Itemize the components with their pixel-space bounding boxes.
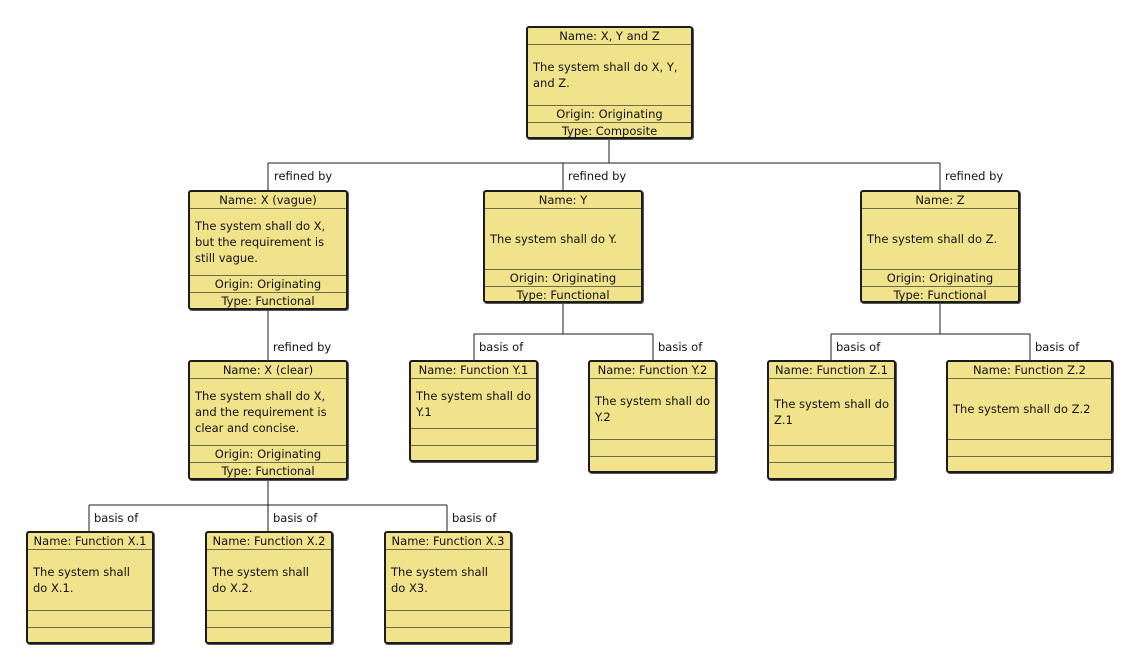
node-type [769, 463, 894, 479]
node-name: Name: Y [485, 192, 641, 209]
node-description: The system shall do Y. [485, 209, 641, 270]
node-origin: Origin: Originating [190, 446, 346, 463]
node-description: The system shall do X, Y, and Z. [528, 45, 691, 106]
node-origin: Origin: Originating [862, 270, 1018, 287]
node-name: Name: Function Z.1 [769, 362, 894, 379]
node-origin: Origin: Originating [528, 106, 691, 123]
node-type: Type: Functional [516, 288, 610, 302]
node-name: Name: X (vague) [190, 192, 346, 209]
node-name: Name: X, Y and Z [528, 28, 691, 45]
node-description: The system shall do X.1. [28, 550, 152, 611]
node-name: Name: Function X.2 [207, 533, 331, 550]
edge-label-refined-by: refined by [568, 169, 627, 183]
node-origin [411, 429, 536, 446]
node-name: Name: Function Y.2 [590, 362, 715, 379]
requirement-node-function-z1[interactable]: Name: Function Z.1 The system shall do Z… [767, 360, 896, 480]
edge-label-refined-by: refined by [945, 169, 1004, 183]
node-name: Name: Z [862, 192, 1018, 209]
node-type: Type: Functional [221, 294, 315, 308]
node-type [386, 628, 510, 644]
edge-label-basis-of: basis of [836, 340, 881, 354]
node-origin [207, 611, 331, 628]
node-type: Type: Composite [561, 124, 658, 138]
edge-label-basis-of: basis of [658, 340, 703, 354]
requirement-node-z[interactable]: Name: Z The system shall do Z. Origin: O… [860, 190, 1020, 303]
node-type: Type: Functional [221, 464, 315, 478]
requirement-node-xyz[interactable]: Name: X, Y and Z The system shall do X, … [526, 26, 693, 139]
node-origin [590, 440, 715, 457]
requirement-node-function-y1[interactable]: Name: Function Y.1 The system shall do Y… [409, 360, 538, 462]
edge-label-basis-of: basis of [452, 511, 497, 525]
node-description: The system shall do Z.1 [769, 379, 894, 446]
node-name: Name: X (clear) [190, 362, 346, 379]
node-origin [769, 446, 894, 463]
edge-label-basis-of: basis of [273, 511, 318, 525]
node-type: Type: Functional [893, 288, 987, 302]
node-description: The system shall do Y.2 [590, 379, 715, 440]
edge-label-basis-of: basis of [479, 340, 524, 354]
edge-label-refined-by: refined by [274, 169, 333, 183]
node-origin: Origin: Originating [485, 270, 641, 287]
requirement-node-function-z2[interactable]: Name: Function Z.2 The system shall do Z… [946, 360, 1113, 473]
edge-label-refined-by: refined by [273, 340, 332, 354]
node-name: Name: Function X.1 [28, 533, 152, 550]
node-type [207, 628, 331, 644]
node-name: Name: Function Y.1 [411, 362, 536, 379]
requirement-node-function-x2[interactable]: Name: Function X.2 The system shall do X… [205, 531, 333, 644]
node-name: Name: Function Z.2 [948, 362, 1111, 379]
node-description: The system shall do X, and the requireme… [190, 379, 346, 446]
node-name: Name: Function X.3 [386, 533, 510, 550]
edge-label-basis-of: basis of [94, 511, 139, 525]
requirement-node-x-vague[interactable]: Name: X (vague) The system shall do X, b… [188, 190, 348, 310]
requirement-node-x-clear[interactable]: Name: X (clear) The system shall do X, a… [188, 360, 348, 480]
node-description: The system shall do Z.2 [948, 379, 1111, 440]
node-description: The system shall do Y.1 [411, 379, 536, 429]
requirement-node-function-x1[interactable]: Name: Function X.1 The system shall do X… [26, 531, 154, 644]
requirement-node-function-x3[interactable]: Name: Function X.3 The system shall do X… [384, 531, 512, 644]
requirement-node-y[interactable]: Name: Y The system shall do Y. Origin: O… [483, 190, 643, 303]
edge-label-basis-of: basis of [1035, 340, 1080, 354]
node-description: The system shall do Z. [862, 209, 1018, 270]
node-origin: Origin: Originating [190, 276, 346, 293]
node-origin [386, 611, 510, 628]
node-description: The system shall do X.2. [207, 550, 331, 611]
node-type [948, 457, 1111, 473]
node-type [411, 446, 536, 462]
node-description: The system shall do X, but the requireme… [190, 209, 346, 276]
node-origin [28, 611, 152, 628]
node-type [590, 457, 715, 473]
node-origin [948, 440, 1111, 457]
node-type [28, 628, 152, 644]
node-description: The system shall do X3. [386, 550, 510, 611]
requirement-node-function-y2[interactable]: Name: Function Y.2 The system shall do Y… [588, 360, 717, 473]
